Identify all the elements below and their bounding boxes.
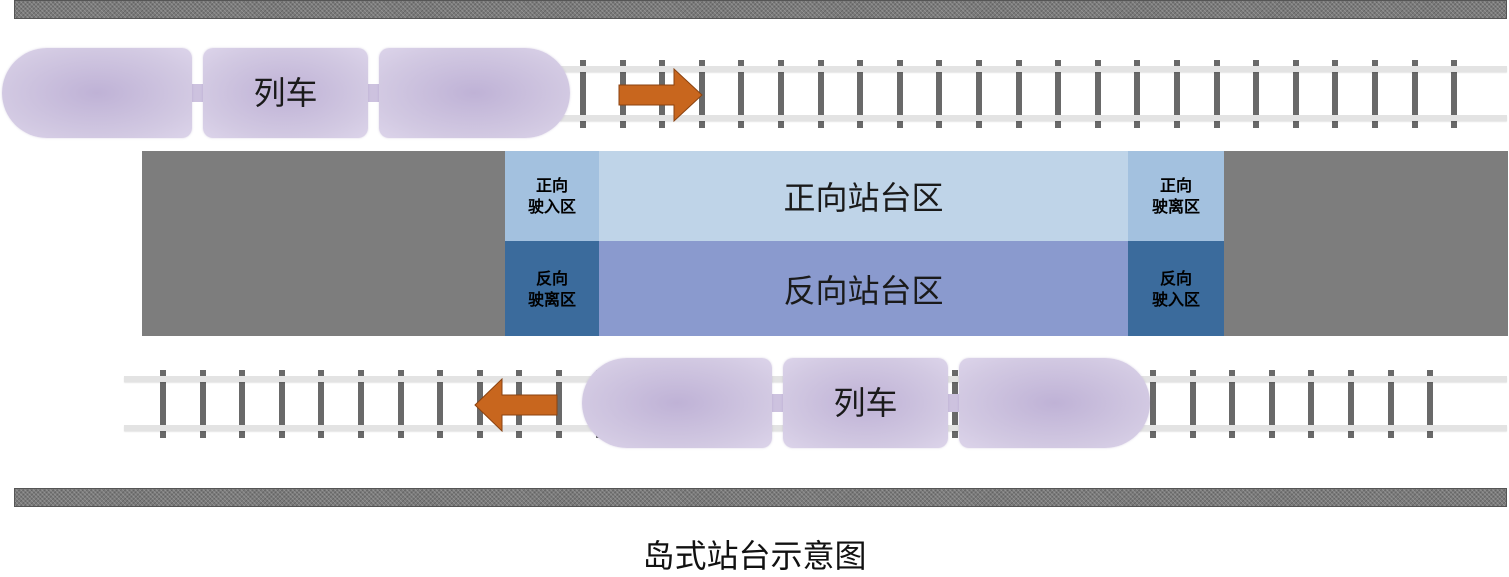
track-tie <box>358 370 364 438</box>
track-tie <box>1348 370 1354 438</box>
top-wall <box>14 0 1507 19</box>
train-label: 列车 <box>833 384 898 422</box>
diagram-caption: 岛式站台示意图 <box>642 537 867 575</box>
forward-entry-zone: 正向 驶入区 <box>505 151 599 241</box>
track-tie <box>397 370 404 438</box>
bottom-wall <box>14 488 1507 507</box>
track-tie <box>1427 370 1434 438</box>
track-tie <box>817 60 824 128</box>
track-tie <box>1189 370 1196 438</box>
train-car <box>582 358 772 448</box>
track-tie <box>1372 60 1378 128</box>
train-car <box>379 48 570 138</box>
forward-exit-zone: 正向 驶离区 <box>1128 151 1224 241</box>
track-tie <box>976 60 982 128</box>
train-car <box>2 48 192 138</box>
track-tie <box>278 370 285 438</box>
track-tie <box>936 60 943 128</box>
track-tie <box>1015 60 1022 128</box>
track-tie <box>160 370 166 438</box>
reverse-exit-zone: 反向 驶离区 <box>505 241 599 336</box>
reverse-platform-zone: 反向站台区 <box>599 241 1128 336</box>
track-tie <box>1411 60 1418 128</box>
rail <box>560 115 1507 121</box>
track-tie <box>1055 60 1062 128</box>
track-tie <box>1134 60 1141 128</box>
track-tie <box>1213 60 1220 128</box>
train-car <box>203 48 368 138</box>
track-tie <box>1387 370 1394 438</box>
track-tie <box>1174 60 1180 128</box>
track-tie <box>1332 60 1339 128</box>
track-tie <box>437 370 444 438</box>
track-tie <box>1451 60 1458 128</box>
track-tie <box>1268 370 1275 438</box>
track-tie <box>1292 60 1299 128</box>
train-bottom: 列车 <box>582 358 1150 448</box>
track-tie <box>1094 60 1101 128</box>
reverse-entry-zone: 反向 驶入区 <box>1128 241 1224 336</box>
track-tie <box>896 60 903 128</box>
forward-platform-zone: 正向站台区 <box>599 151 1128 241</box>
track-tie <box>239 370 246 438</box>
track-tie <box>1150 370 1156 438</box>
track-tie <box>857 60 864 128</box>
arrow-right-icon <box>618 68 703 122</box>
rail <box>560 66 1507 72</box>
track-tie <box>1229 370 1236 438</box>
track-tie <box>580 60 586 128</box>
train-top: 列车 <box>2 48 570 138</box>
track-tie <box>778 60 784 128</box>
track-tie <box>556 370 562 438</box>
track-tie <box>698 60 705 128</box>
track-tie <box>738 60 745 128</box>
train-car <box>959 358 1150 448</box>
train-car <box>783 358 948 448</box>
track-tie <box>199 370 206 438</box>
track-tie <box>1253 60 1260 128</box>
arrow-left-icon <box>474 378 558 432</box>
train-label: 列车 <box>253 74 318 112</box>
track-tie <box>1308 370 1315 438</box>
track-tie <box>318 370 325 438</box>
